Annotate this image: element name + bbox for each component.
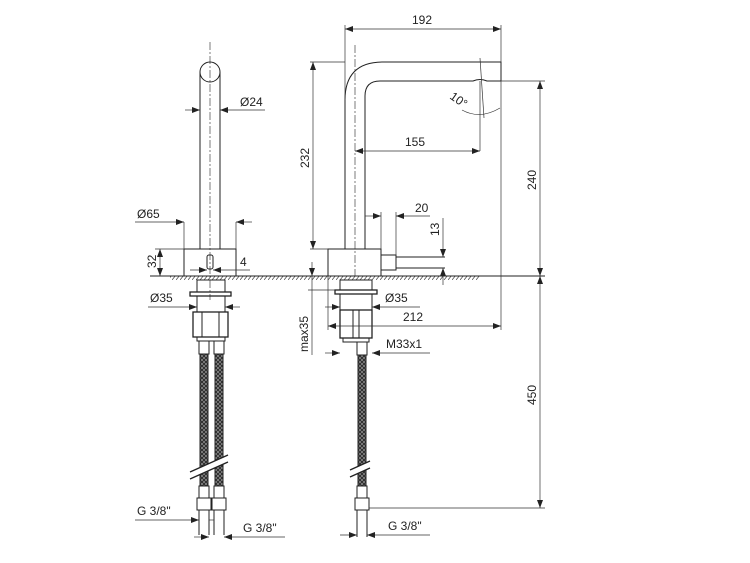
lever-height-label: 13 — [428, 222, 442, 236]
front-view: 192 232 240 10° 155 20 13 max35 Ø35 212 — [297, 13, 545, 538]
front-shank-diameter-label: Ø35 — [385, 291, 408, 305]
outlet-height-label: 240 — [525, 170, 539, 190]
hose-thread-right-label: G 3/8" — [243, 521, 277, 535]
hose-length-label: 450 — [525, 385, 539, 405]
max-deck-thickness-label: max35 — [297, 316, 311, 352]
spout-reach-label: 155 — [405, 135, 425, 149]
base-height-label: 32 — [145, 254, 159, 268]
spout-height-label: 232 — [298, 148, 312, 168]
base-diameter-label: Ø65 — [137, 207, 160, 221]
countertop — [150, 275, 545, 280]
side-view: Ø24 Ø65 32 4 Ø35 G 3/8" G 3/8" — [135, 42, 285, 540]
side-shank-diameter-label: Ø35 — [150, 291, 173, 305]
spout-diameter-label: Ø24 — [240, 95, 263, 109]
lever-length-label: 20 — [415, 201, 429, 215]
pin-width-label: 4 — [240, 255, 247, 269]
overall-reach-label: 192 — [412, 13, 432, 27]
front-hose-thread-label: G 3/8" — [388, 519, 422, 533]
nut-thread-label: M33x1 — [386, 337, 422, 351]
swivel-angle-label: 10° — [447, 89, 470, 111]
total-reach-label: 212 — [403, 310, 423, 324]
hose-thread-left-label: G 3/8" — [137, 504, 171, 518]
